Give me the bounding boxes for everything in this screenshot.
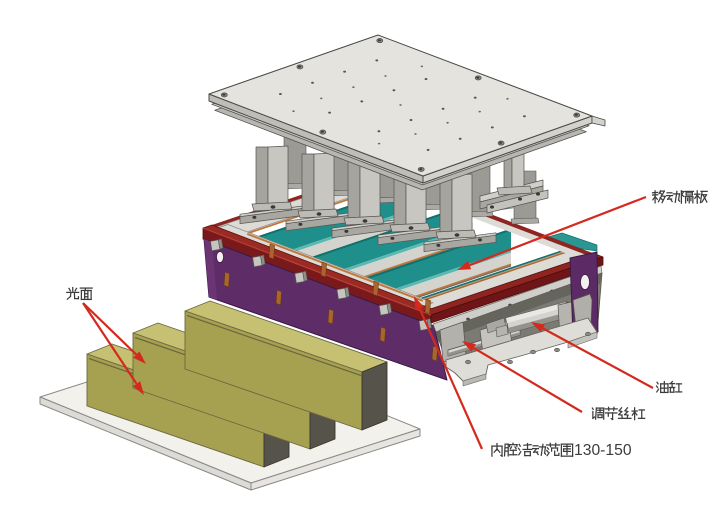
svg-text:130-150: 130-150 — [574, 442, 632, 459]
